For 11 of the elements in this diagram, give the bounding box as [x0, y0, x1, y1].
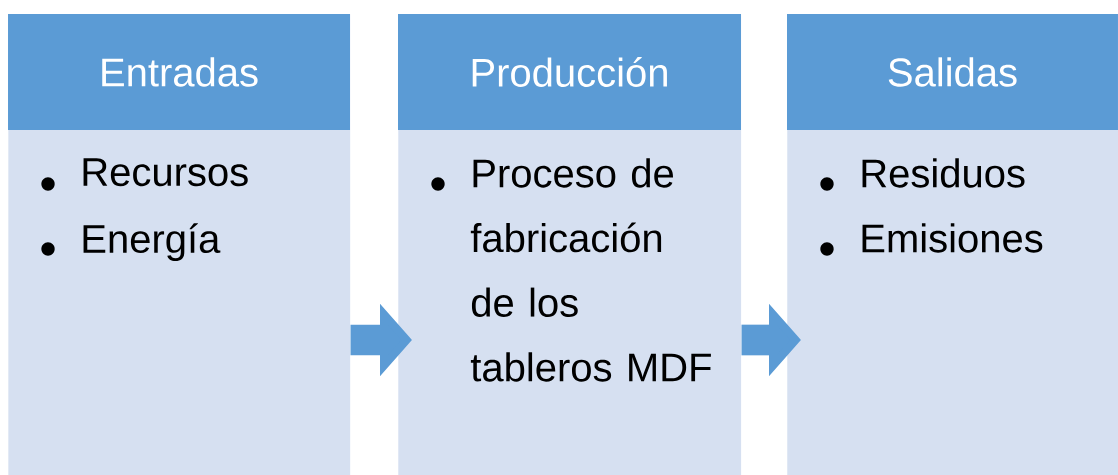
bullet-item: Proceso de fabricación de los tableros MDF: [470, 158, 711, 382]
bullet-item: Recursos: [83, 158, 248, 187]
heading-text: Entradas: [102, 57, 258, 87]
bullet-item: Emisiones: [862, 223, 1043, 253]
column-box: [8, 14, 351, 475]
bullet-item: Energía: [83, 223, 221, 261]
column-box: [398, 14, 742, 475]
column-box: [787, 14, 1118, 475]
heading-text: Salidas: [888, 57, 1017, 87]
heading-text: Producción: [472, 57, 667, 87]
bullet-item: Residuos: [862, 158, 1025, 188]
